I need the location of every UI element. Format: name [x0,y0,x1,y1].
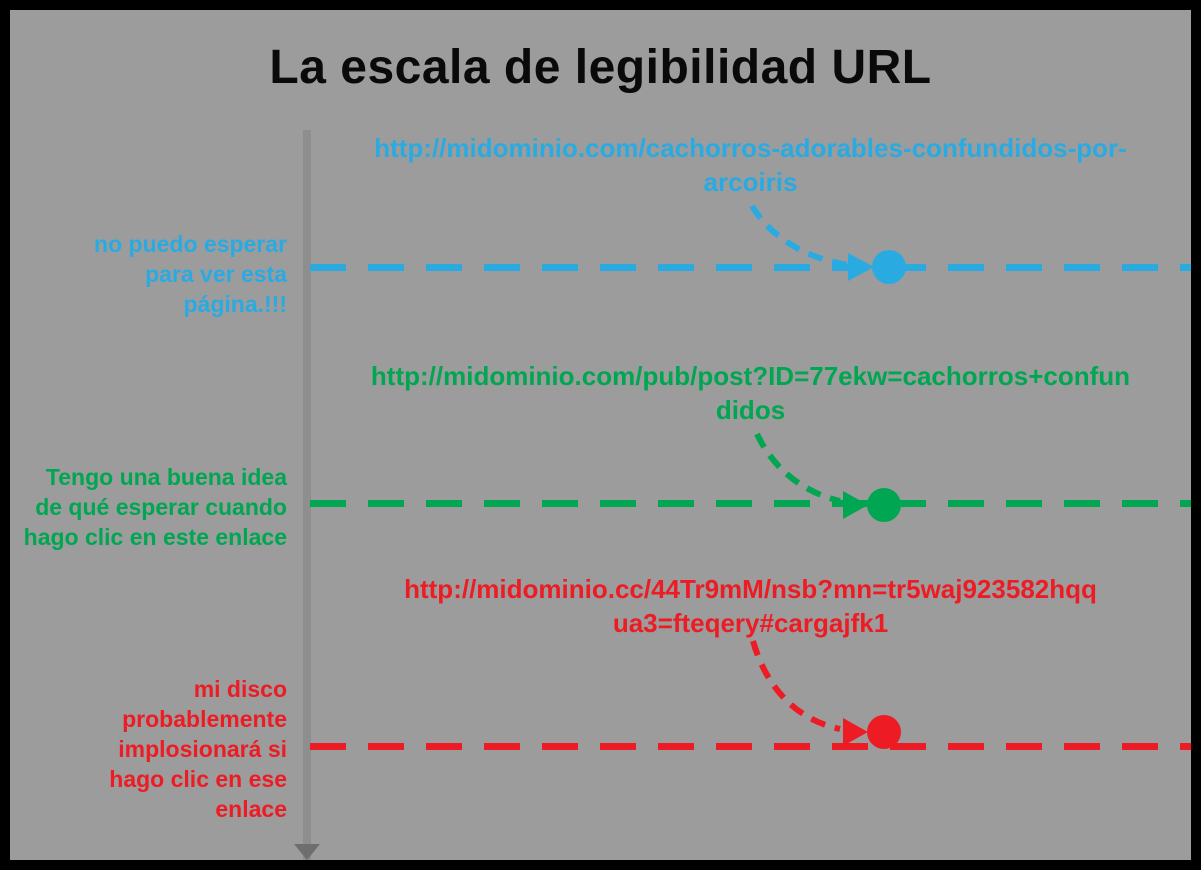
page-title: La escala de legibilidad URL [269,41,932,94]
url-text-legible: http://midominio.com/cachorros-adorables… [310,131,1191,199]
dashed-scale-line-red [310,743,1191,750]
reaction-label-medio: Tengo una buena idea de qué esperar cuan… [20,462,287,552]
label-line: mi disco [193,676,287,702]
readability-axis [303,130,311,860]
curved-arrow-green [754,432,841,504]
label-line: de qué esperar cuando [35,494,287,520]
label-line: no puedo esperar [94,231,287,257]
url-line: http://midominio.com/cachorros-adorables… [374,133,1127,163]
url-line: didos [715,395,786,425]
marker-dot-green [867,488,901,522]
curved-arrow-blue [749,204,849,268]
label-line: implosionará si [118,736,287,762]
label-line: hago clic en ese [109,766,287,792]
url-line: arcoiris [703,167,798,197]
reaction-label-legible: no puedo esperar para ver esta página.!!… [20,229,287,319]
label-line: hago clic en este enlace [23,524,287,550]
label-line: página.!!! [183,291,288,317]
url-line: http://midominio.cc/44Tr9mM/nsb?mn=tr5wa… [404,574,1097,604]
url-line: ua3=fteqery#cargajfk1 [612,608,889,638]
reaction-label-ilegible: mi disco probablemente implosionará si h… [20,674,287,824]
arrowhead-red-icon [843,718,868,746]
label-line: probablemente [122,706,287,732]
dashed-scale-line-blue [310,264,1191,271]
curved-arrow-red [750,640,841,732]
marker-dot-blue [872,250,906,284]
url-text-medio: http://midominio.com/pub/post?ID=77ekw=c… [310,359,1191,427]
marker-dot-red [867,715,901,749]
label-line: enlace [215,796,287,822]
url-text-ilegible: http://midominio.cc/44Tr9mM/nsb?mn=tr5wa… [310,572,1191,640]
label-line: para ver esta [145,261,287,287]
dashed-scale-line-green [310,500,1191,507]
axis-arrow-down-icon [294,844,320,860]
url-line: http://midominio.com/pub/post?ID=77ekw=c… [370,361,1131,391]
label-line: Tengo una buena idea [45,464,287,490]
